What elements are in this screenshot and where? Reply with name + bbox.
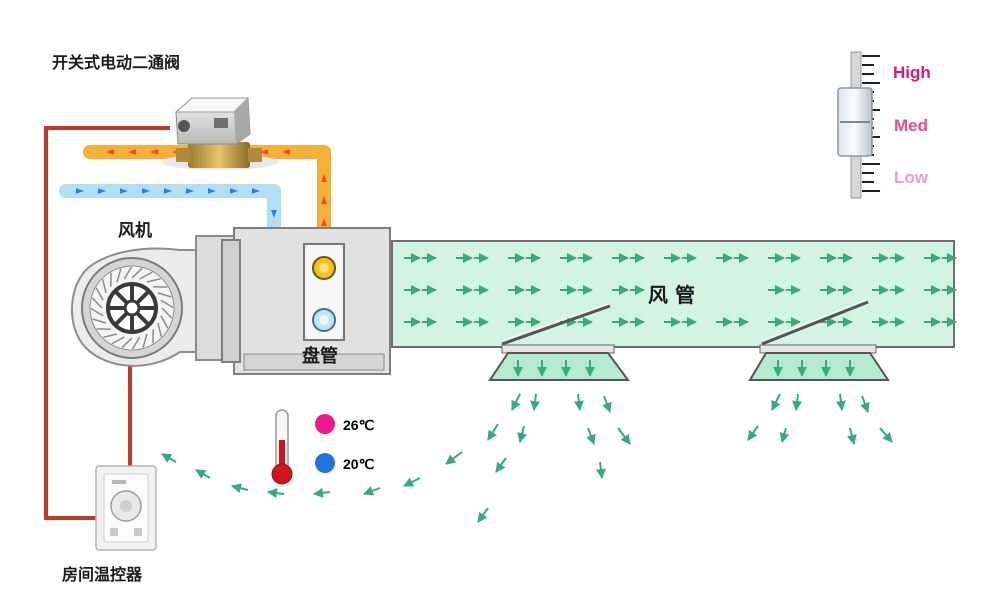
cold-flow-arrow [76,188,84,194]
air-duct [391,240,957,348]
cold-flow-arrow [252,188,260,194]
temp-dot-26 [315,414,335,434]
hot-flow-arrow [150,149,158,155]
hot-flow-arrow [260,149,268,155]
thermometer-icon [271,409,293,485]
fan-blade [91,297,103,309]
fan-wheel-icon [90,266,174,350]
fan-blade [92,318,107,324]
fan-blade [101,279,107,294]
coil-label: 盘管 [302,345,338,367]
temp-label-20: 20℃ [343,456,375,472]
fan-blade [121,337,133,349]
fan-blade [161,307,173,319]
valve-label: 开关式电动二通阀 [52,53,180,72]
room-arrow [602,395,612,413]
fan-blade [157,292,172,298]
room-arrow [445,451,463,465]
fan-blade [160,315,169,329]
room-arrow [477,507,489,523]
temp-label-26: 26℃ [343,417,375,433]
cold-flow-arrow [164,188,172,194]
room-arrow [231,483,249,494]
cold-flow-arrow [98,188,106,194]
fan-center [123,299,141,317]
room-arrow [517,425,528,443]
room-airflow-arrows [161,360,893,523]
temp-dot-20 [315,453,335,473]
fan-blade [160,299,174,309]
room-arrow [313,487,331,498]
fan-blade [95,287,104,301]
room-arrow [771,393,781,411]
speed-label-low: Low [894,168,929,187]
valve-actuator-icon [162,97,278,170]
duct-label: 风 管 [648,283,695,307]
hot-flow-arrow [321,196,327,204]
room-arrow [161,453,177,463]
fan-label: 风机 [118,220,152,241]
fan-blade [123,266,133,280]
fan-speed-switch [837,51,880,199]
cold-flow-arrow [271,210,277,218]
fan-blade [111,336,125,345]
thermostat-icon [95,465,157,551]
cold-flow-arrow [120,188,128,194]
room-arrow [267,488,285,499]
speed-label-high: High [893,63,931,82]
hot-flow-arrow [106,149,114,155]
room-arrow [860,395,870,413]
room-arrow [595,461,606,479]
room-arrow [879,427,893,443]
room-arrow [403,477,421,487]
room-arrow [617,427,631,445]
room-arrow [487,423,499,441]
fan-blade [146,277,161,283]
fan-blade [103,333,118,339]
room-arrow [573,393,584,411]
room-arrow [835,393,846,411]
fan-blade [142,333,148,348]
hot-flow-arrow [282,149,290,155]
fan-blade [116,268,122,283]
speed-label-med: Med [894,116,928,135]
fan-housing [71,235,235,367]
room-arrow [530,393,541,411]
room-arrow [792,393,803,411]
fan-blade [157,322,163,337]
room-arrow [363,486,381,496]
duct-airflow-arrows [404,253,957,327]
hot-water-arrows [106,149,327,248]
coil-box [221,227,391,375]
fan-blade [131,267,143,279]
fan-blade [131,336,141,350]
valve-control-wire [44,126,170,520]
room-arrow [846,427,857,445]
hot-flow-arrow [128,149,136,155]
control-wiring [44,126,170,520]
fan-blade [139,271,153,280]
room-arrow [779,427,790,443]
room-arrow [195,469,211,479]
fan-blade [90,307,104,317]
hot-flow-arrow [321,174,327,182]
hot-flow-arrow [321,218,327,226]
room-arrow [586,427,596,445]
thermostat-label: 房间温控器 [62,565,143,584]
cold-flow-arrow [142,188,150,194]
cold-flow-arrow [208,188,216,194]
hot-water-pipe [83,145,331,269]
room-arrow [511,393,521,411]
cold-flow-arrow [186,188,194,194]
room-arrow [747,425,759,441]
room-arrow [495,457,507,473]
cold-flow-arrow [230,188,238,194]
